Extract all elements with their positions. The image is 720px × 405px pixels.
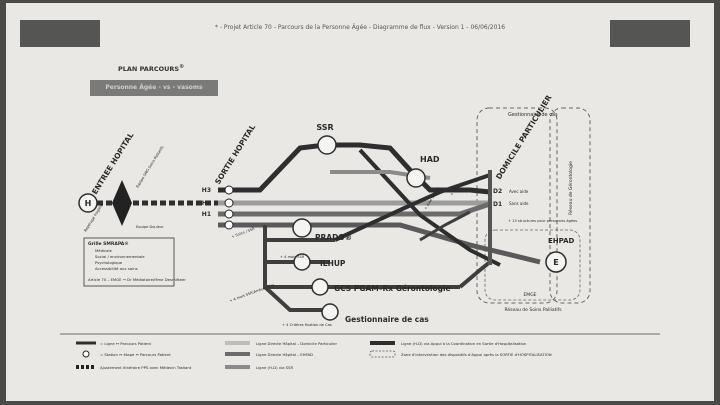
line-prado (263, 225, 335, 242)
marker-h2: H2 (202, 200, 211, 207)
ehpad-label: EHPAD (548, 237, 575, 245)
avec-soins-note: + 15 structures pour personnes âgées (508, 219, 577, 223)
entree-hub (112, 180, 132, 226)
emge-label: EMGE (523, 292, 536, 298)
sortie-nodes (224, 185, 234, 230)
legend-item: Ligne Directe Hôpital – EHPAD (256, 352, 313, 357)
line-gcs-return (458, 260, 492, 289)
ilhup-station[interactable] (293, 253, 311, 271)
document-header: * - Projet Article 70 - Parcours de la P… (214, 24, 506, 31)
grille-item: Social / environnementale (95, 254, 145, 259)
reseau-soins-label: Réseau de Soins Palliatifs (504, 306, 562, 313)
legend: = Ligne ↔ Parcours Patient = Station ↔ é… (76, 341, 552, 370)
criteres-note: + 4 Critères fixation de Cas (282, 323, 332, 327)
gestionnaire-zone-label: Gestionnaire de cas (508, 112, 558, 118)
header-block-right (610, 20, 690, 47)
ilhup-label: ILHUP (320, 259, 346, 268)
line-smois (419, 210, 471, 242)
d2-note: Avec aide (509, 189, 529, 194)
ssr-station[interactable] (317, 135, 337, 155)
d1-note: Sans aide (509, 201, 529, 206)
grille-box (83, 237, 175, 287)
line-h-ehpad (218, 222, 541, 265)
reseau-geronto-label: Réseau de Gérontologie (567, 161, 574, 215)
had-label: HAD (420, 155, 440, 164)
gestionnaire-label: Gestionnaire de cas (345, 315, 429, 324)
marker-h3: H3 (202, 187, 211, 194)
line-gcs (263, 262, 460, 289)
line-ilhup (263, 240, 330, 264)
gcs-station[interactable] (311, 278, 329, 296)
plan-title: PLAN PARCOURS® (118, 64, 185, 74)
legend-item: = Station ↔ étape ↔ Parcours Patient (100, 352, 171, 357)
grille-item: Psychologique (95, 260, 123, 265)
line-gestionnaire (263, 285, 330, 312)
legend-item: Zone d'Intervention des dispositifs d'Ap… (401, 352, 552, 357)
marker-d2: D2 (493, 188, 502, 195)
had-station[interactable] (406, 168, 426, 188)
legend-item: = Ligne ↔ Parcours Patient (100, 341, 152, 346)
sortie-label: SORTIE HOPITAL (213, 123, 257, 186)
grille-item: Accessibilité aux soins (95, 266, 138, 271)
equipe-douleur-note: Equipe Douleur (136, 225, 164, 229)
ehpad-station[interactable] (545, 251, 567, 273)
grille-item: Médicale (95, 248, 113, 253)
entree-label: ENTREE HOPITAL (90, 131, 135, 196)
entree-station[interactable] (78, 193, 98, 213)
line-prado-domicile (334, 173, 491, 242)
smois-note: + 4 mois SSR (280, 255, 305, 259)
gcs-label: GCS PGAM–Rx Gérontologie (334, 284, 451, 293)
personne-agee-banner: Personne Âgée - vs - vasoms (90, 80, 218, 96)
line-ssr-ehpad (358, 148, 501, 267)
legend-item: Ajustement itinéraire PPS avec Médecin T… (100, 365, 192, 370)
ehpad-marker: E (553, 258, 558, 267)
reseau-zone (549, 107, 591, 304)
avec-aide-note: + Aide (449, 183, 459, 196)
soins-note: + Soins / SSR (231, 227, 256, 239)
legend-item: Ligne (H-D) via Appui à la Coordination … (401, 341, 527, 346)
legend-item: Ligne Directe Hôpital – Domicile Particu… (256, 341, 337, 346)
grille-article: Article 70 – EMGE → Dr Médiatoire/Mme De… (88, 277, 186, 282)
domicile-label: DOMICILE PARTICULIER (494, 93, 554, 181)
entree-marker: H (85, 199, 92, 208)
prado-station[interactable] (292, 218, 312, 238)
grille-title: Grille SMRAPA® (88, 241, 129, 247)
legend-item: Ligne (H-D) via SSR (256, 365, 294, 370)
gestionnaire-zone (476, 107, 558, 304)
header-block-left (20, 20, 100, 47)
line-h3-ssr (218, 142, 491, 195)
marker-h1: H1 (202, 211, 211, 218)
equipe-mobile-note: Equipe SMG Soins Palliatifs (135, 145, 164, 188)
gestionnaire-station[interactable] (321, 303, 339, 321)
prado-label: PRADO® (315, 233, 352, 242)
ssr-label: SSR (316, 123, 333, 132)
marker-d1: D1 (493, 201, 502, 208)
